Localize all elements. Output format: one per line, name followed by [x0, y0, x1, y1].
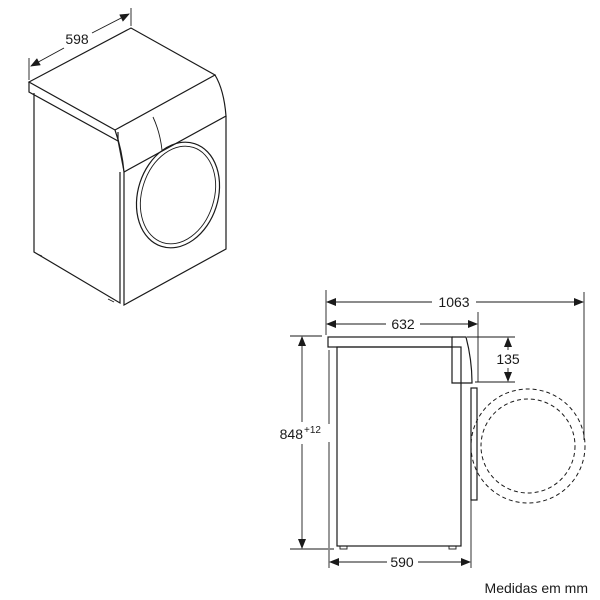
door-swing-inner	[480, 398, 576, 494]
door-inner	[139, 145, 217, 245]
door-profile	[470, 387, 478, 501]
side-panel	[451, 336, 473, 384]
body-depth-label: 590	[390, 554, 414, 570]
depth-label: 632	[391, 316, 415, 332]
foot-left	[339, 545, 348, 550]
side-view: 1063 632 135 848 +12 590	[280, 290, 586, 570]
width-label: 598	[65, 31, 89, 47]
panel-divider	[152, 116, 163, 151]
left-side-face	[33, 93, 121, 305]
height-tolerance: +12	[304, 425, 321, 436]
foot-right	[448, 545, 457, 550]
isometric-view: 598	[27, 8, 227, 307]
height-label: 848	[280, 426, 304, 442]
top-surface	[27, 27, 217, 131]
control-panel	[114, 74, 227, 173]
foot	[36, 253, 115, 303]
side-top-slab	[327, 336, 453, 348]
top-edge	[28, 82, 119, 143]
door-swing-outer	[470, 388, 586, 504]
units-note: Medidas em mm	[484, 580, 588, 596]
door-outer	[135, 141, 221, 249]
front-face	[123, 116, 227, 307]
side-body	[336, 346, 462, 547]
total-depth-label: 1063	[438, 294, 469, 310]
panel-height-label: 135	[496, 351, 520, 367]
